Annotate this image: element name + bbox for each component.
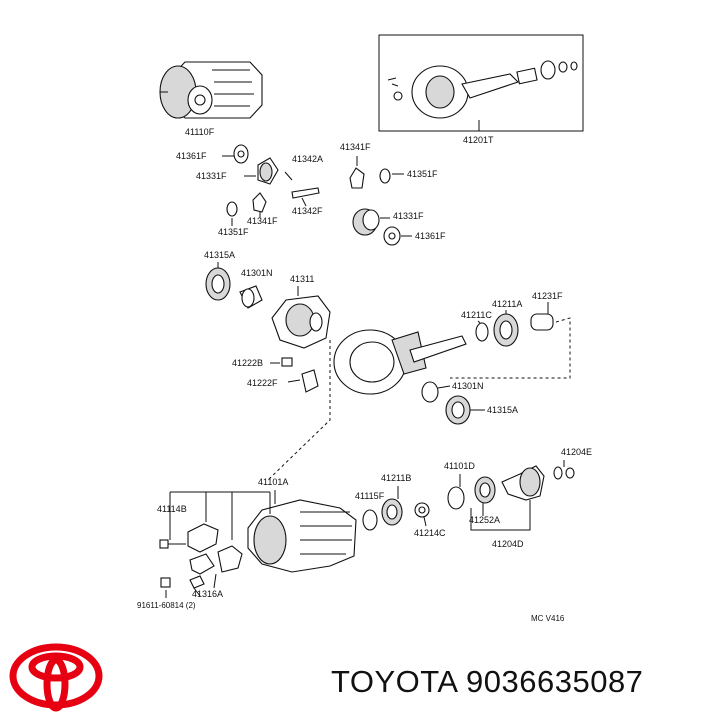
pin-41342A bbox=[284, 171, 293, 181]
drive-pinion bbox=[409, 335, 467, 363]
side-gear-41341F-a bbox=[349, 156, 365, 189]
dashed-leader-41231F bbox=[450, 317, 571, 379]
label-41211B: 41211B bbox=[381, 473, 411, 483]
label-41101A: 41101A bbox=[258, 477, 288, 487]
ring-pinion-kit-41201T bbox=[378, 34, 584, 132]
label-41211A: 41211A bbox=[492, 299, 522, 309]
label-41222B: 41222B bbox=[232, 358, 263, 368]
label-41204E: 41204E bbox=[561, 447, 592, 457]
label-41301N-a: 41301N bbox=[241, 268, 273, 278]
toyota-logo-icon bbox=[9, 643, 103, 712]
label-41110F: 41110F bbox=[185, 127, 215, 137]
label-41114B: 41114B bbox=[157, 504, 187, 514]
label-41311: 41311 bbox=[290, 274, 314, 284]
pinion-gear-41331F bbox=[244, 157, 279, 185]
bearing-41252A bbox=[474, 476, 496, 504]
thrust-washer-41351F-b bbox=[226, 201, 238, 226]
bearing-race-41301N-a bbox=[239, 285, 263, 309]
pinion-washer-41361F-b bbox=[383, 226, 412, 246]
label-41351F-a: 41351F bbox=[407, 169, 438, 179]
label-41331F-a: 41331F bbox=[196, 171, 227, 181]
oil-seal-41101D bbox=[447, 474, 465, 510]
bearing-cap-left bbox=[187, 523, 219, 575]
pinion-gear-41331F-b bbox=[352, 208, 390, 236]
dashed-leader-case bbox=[267, 340, 331, 481]
brand-name: TOYOTA bbox=[331, 664, 457, 699]
label-41351F-b: 41351F bbox=[218, 227, 249, 237]
label-91611: 91611-60814 (2) bbox=[137, 601, 196, 610]
label-41252A: 41252A bbox=[469, 515, 500, 525]
bearing-41315A-b bbox=[445, 395, 485, 425]
spacer-41231F bbox=[530, 302, 554, 331]
pinion-washer-41361F bbox=[222, 144, 249, 164]
bracket-41204D bbox=[470, 500, 531, 531]
label-41341F-b: 41341F bbox=[247, 216, 278, 226]
label-41201T: 41201T bbox=[463, 135, 494, 145]
label-41204D: 41204D bbox=[492, 539, 524, 549]
label-41115F: 41115F bbox=[355, 491, 385, 501]
label-41222F: 41222F bbox=[247, 378, 278, 388]
bolt-91611 bbox=[160, 577, 171, 598]
side-gear-41341F-b bbox=[252, 192, 267, 218]
ring-gear bbox=[333, 329, 427, 395]
label-41301N-b: 41301N bbox=[452, 381, 484, 391]
label-41316A: 41316A bbox=[192, 589, 223, 599]
label-41342F: 41342F bbox=[292, 206, 323, 216]
part-number: 9036635087 bbox=[466, 664, 644, 699]
label-41331F-b: 41331F bbox=[393, 211, 424, 221]
adjusting-nut-lock-41316A bbox=[189, 573, 217, 597]
lock-plate-41222F bbox=[287, 369, 319, 393]
bolt-41222B bbox=[270, 357, 293, 367]
differential-case-41311 bbox=[271, 286, 331, 349]
differential-assembly-41110F bbox=[159, 61, 263, 119]
bearing-cap-bolt bbox=[159, 539, 186, 549]
bracket-41114B bbox=[169, 491, 271, 540]
footer-caption: TOYOTA 9036635087 bbox=[331, 664, 643, 700]
bearing-41315A-a bbox=[205, 262, 231, 301]
washer-41211C bbox=[475, 320, 489, 342]
label-41342A: 41342A bbox=[292, 154, 323, 164]
label-41361F-a: 41361F bbox=[176, 151, 207, 161]
label-41211C: 41211C bbox=[461, 310, 492, 320]
bearing-cap-right bbox=[217, 545, 243, 573]
bearing-41211A bbox=[493, 310, 519, 347]
thrust-washer-41351F-a bbox=[379, 168, 404, 184]
label-41341F-a: 41341F bbox=[340, 142, 371, 152]
label-41231F: 41231F bbox=[532, 291, 563, 301]
companion-flange-41204D bbox=[501, 465, 545, 501]
diagram-code: MC V416 bbox=[531, 614, 565, 623]
label-41101D: 41101D bbox=[444, 461, 475, 471]
label-41361F-b: 41361F bbox=[415, 231, 446, 241]
washer-41214C bbox=[414, 502, 430, 527]
label-41214C: 41214C bbox=[414, 528, 446, 538]
carrier-housing-41101A bbox=[247, 490, 357, 573]
label-41315A-b: 41315A bbox=[487, 405, 518, 415]
nut-washer-41204E bbox=[553, 460, 575, 480]
spacer-41115F bbox=[362, 509, 378, 531]
label-41315A-a: 41315A bbox=[204, 250, 235, 260]
bearing-41211B bbox=[381, 486, 403, 526]
pinion-shaft-41342F bbox=[291, 187, 320, 207]
bearing-race-41301N-b bbox=[421, 381, 451, 403]
